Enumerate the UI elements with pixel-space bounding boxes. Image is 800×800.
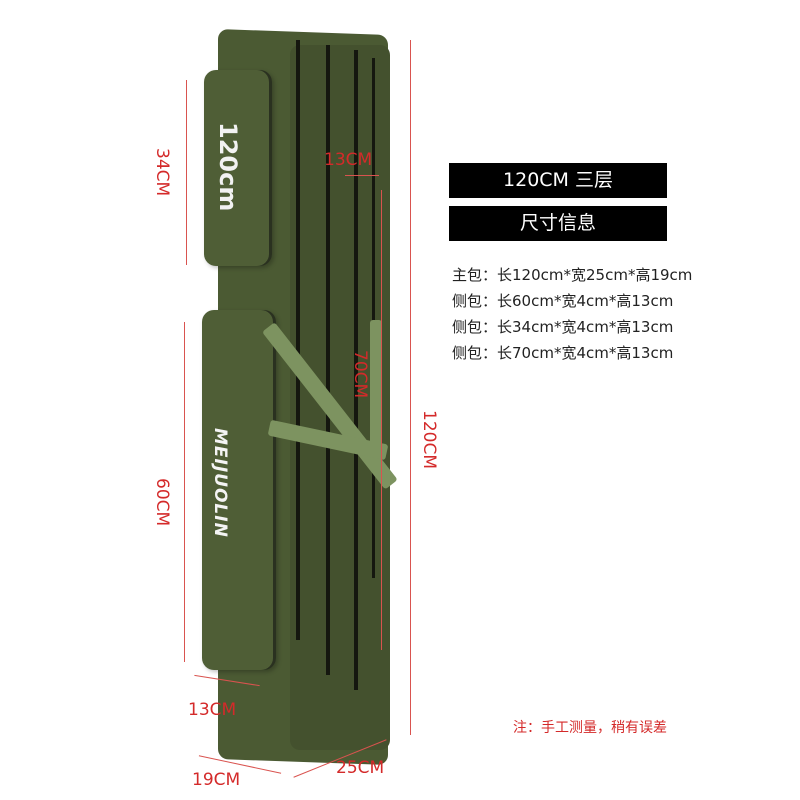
dimension-line (381, 190, 382, 650)
carry-strap-side (370, 320, 382, 450)
spec-label: 侧包： (452, 344, 498, 362)
dimension-line (186, 80, 187, 265)
spec-label: 侧包： (452, 318, 498, 336)
spec-row: 主包：长120cm*宽25cm*高19cm (452, 264, 692, 285)
zipper-line (296, 40, 300, 640)
spec-row: 侧包：长60cm*宽4cm*高13cm (452, 290, 673, 311)
spec-label: 侧包： (452, 292, 498, 310)
dim-label-25cm: 25CM (336, 758, 385, 778)
spec-value: 长120cm*宽25cm*高19cm (497, 266, 693, 284)
dimension-line (345, 175, 379, 176)
zipper-line (372, 58, 375, 578)
spec-value: 长60cm*宽4cm*高13cm (497, 292, 674, 310)
spec-row: 侧包：长34cm*宽4cm*高13cm (452, 316, 673, 337)
bottom-side-pocket: MEIJUOLIN (202, 310, 276, 670)
dimension-line (410, 40, 411, 735)
subtitle-banner: 尺寸信息 (449, 206, 667, 241)
dim-label-34cm: 34CM (152, 148, 172, 197)
spec-row: 侧包：长70cm*宽4cm*高13cm (452, 342, 673, 363)
dim-label-60cm: 60CM (152, 478, 172, 527)
measurement-note: 注：手工测量，稍有误差 (513, 720, 667, 736)
dim-label-120cm: 120CM (419, 410, 439, 469)
top-side-pocket: 120cm (204, 70, 272, 266)
brand-logo: MEIJUOLIN (210, 428, 230, 538)
bag-size-label: 120cm (214, 122, 242, 212)
spec-value: 长34cm*宽4cm*高13cm (497, 318, 674, 336)
spec-label: 主包： (452, 266, 498, 284)
dim-label-70cm: 70CM (350, 350, 370, 399)
spec-value: 长70cm*宽4cm*高13cm (497, 344, 674, 362)
dim-label-13cm-top: 13CM (324, 150, 373, 170)
title-banner: 120CM 三层 (449, 163, 667, 198)
dim-label-19cm: 19CM (192, 770, 241, 790)
dim-label-13cm-bottom: 13CM (188, 700, 237, 720)
zipper-line (326, 45, 330, 675)
dimension-line (184, 322, 185, 662)
zipper-line (354, 50, 358, 690)
